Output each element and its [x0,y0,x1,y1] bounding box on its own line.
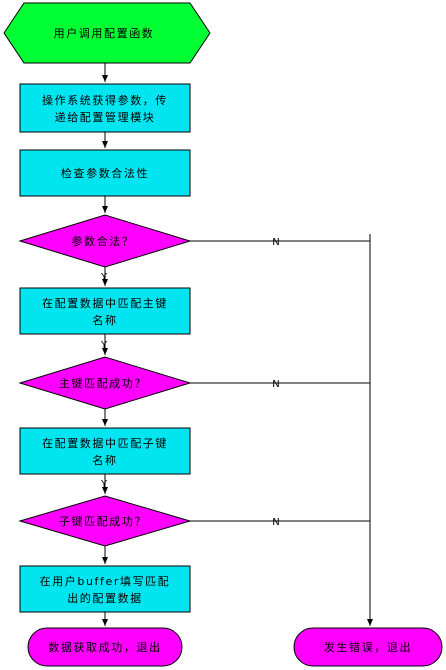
decision-main-key-match: 主键匹配成功？ [18,356,192,410]
process-get-params: 操作系统获得参数，传 递给配置管理模块 [19,83,191,133]
process-match-main-key-line2: 名称 [92,313,117,327]
start-label: 用户调用配置函数 [54,26,155,40]
yes-label: Y [100,340,108,351]
decision-main-key-match-label: 主键匹配成功？ [59,376,147,390]
no-label: N [272,237,279,248]
process-match-sub-key-line1: 在配置数据中匹配子键 [42,436,168,450]
no-label: N [272,517,279,528]
end-error-label: 发生错误，退出 [324,640,412,654]
process-fill-buffer: 在用户buffer填写匹配 出的配置数据 [19,565,191,613]
end-success-node: 数据获取成功，退出 [27,627,183,667]
process-get-params-line2: 递给配置管理模块 [55,110,156,124]
decision-params-valid-label: 参数合法？ [72,234,135,248]
process-fill-buffer-line1: 在用户buffer填写匹配 [40,574,171,588]
process-match-main-key-line1: 在配置数据中匹配主键 [42,296,168,310]
decision-sub-key-match-label: 子键匹配成功？ [59,514,147,528]
end-error-node: 发生错误，退出 [293,627,443,667]
process-check-params: 检查参数合法性 [19,149,191,197]
no-label: N [272,379,279,390]
start-node: 用户调用配置函数 [3,2,211,64]
process-match-main-key: 在配置数据中匹配主键 名称 [19,287,191,335]
process-match-sub-key-line2: 名称 [92,453,117,467]
process-match-sub-key: 在配置数据中匹配子键 名称 [19,427,191,475]
decision-params-valid: 参数合法？ [18,214,192,268]
process-fill-buffer-line2: 出的配置数据 [67,591,143,605]
end-success-label: 数据获取成功，退出 [48,640,161,654]
yes-label: Y [100,272,108,283]
process-check-params-label: 检查参数合法性 [61,166,149,180]
decision-sub-key-match: 子键匹配成功？ [18,495,192,547]
yes-label: Y [100,479,108,490]
process-get-params-line1: 操作系统获得参数，传 [42,93,168,107]
